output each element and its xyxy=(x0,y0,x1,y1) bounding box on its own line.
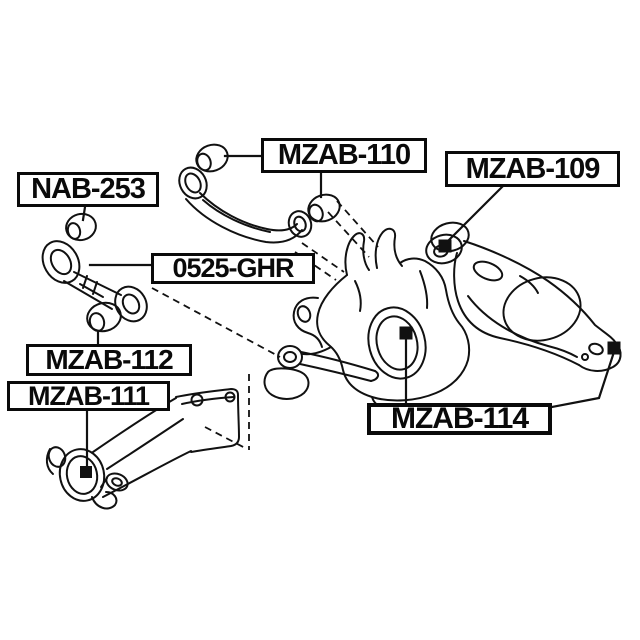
part-number-text: MZAB-112 xyxy=(45,344,173,375)
part-number-text: MZAB-109 xyxy=(465,152,601,185)
trailing-arm xyxy=(45,388,240,510)
part-label-mzab-114: MZAB-114 xyxy=(367,403,552,435)
part-label-0525-ghr: 0525-GHR xyxy=(151,253,315,284)
part-label-mzab-112: MZAB-112 xyxy=(26,344,192,376)
part-label-mzab-110: MZAB-110 xyxy=(261,138,427,173)
dashed-guide-lines xyxy=(151,200,379,450)
toe-link xyxy=(263,345,380,400)
part-label-mzab-111: MZAB-111 xyxy=(7,381,170,411)
marker-square-mzab114-left xyxy=(399,326,413,340)
part-number-text: 0525-GHR xyxy=(172,253,294,283)
lateral-link-arm xyxy=(41,212,148,333)
marker-square-mzab111 xyxy=(80,466,92,478)
part-label-nab-253: NAB-253 xyxy=(17,172,159,207)
part-number-text: NAB-253 xyxy=(31,173,146,205)
part-number-text: MZAB-111 xyxy=(27,380,150,411)
marker-square-mzab114-right xyxy=(607,341,621,355)
part-number-text: MZAB-114 xyxy=(390,402,529,435)
part-label-mzab-109: MZAB-109 xyxy=(445,151,620,187)
leader-lines xyxy=(81,154,615,469)
upper-control-arm xyxy=(178,143,341,244)
marker-square-mzab109 xyxy=(438,239,452,253)
part-number-text: MZAB-110 xyxy=(277,139,411,171)
lower-rear-arm xyxy=(425,221,622,372)
